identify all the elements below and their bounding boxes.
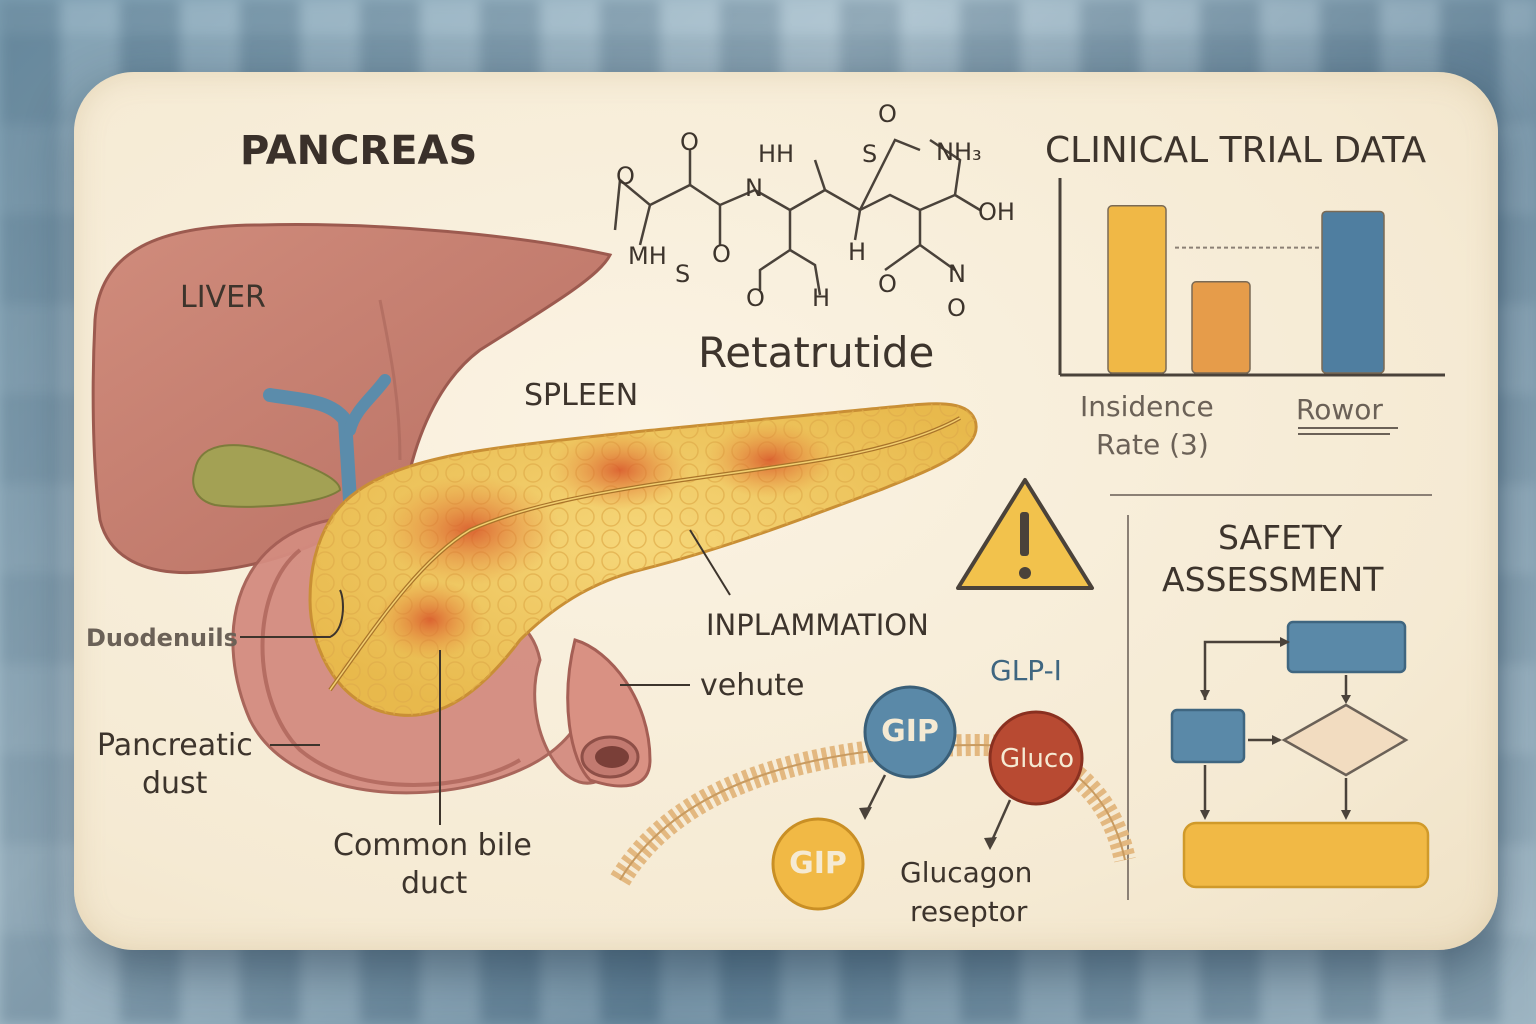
pancreas-title: PANCREAS [240,128,478,174]
trial-title: CLINICAL TRIAL DATA [1045,130,1427,171]
gluco-label: Gluco [999,744,1075,774]
trial-label-left-line2: Rate (3) [1096,428,1209,461]
spleen-label: SPLEEN [524,378,639,413]
atom: O [746,284,765,312]
bar-2 [1191,281,1251,374]
atom: N [948,260,966,288]
atom: N [745,174,763,202]
safety-flowchart [1170,620,1430,889]
bar-3 [1321,210,1385,374]
atom: H [848,238,866,266]
atom: O [616,162,635,190]
trial-chart [1058,178,1445,435]
glucagon-receptor-label-line2: reseptor [910,895,1028,928]
safety-title-line1: SAFETY [1218,518,1343,557]
atom: MH [628,242,667,270]
atom: O [712,240,731,268]
atom: OH [978,198,1015,226]
liver-label: LIVER [180,280,266,315]
glucagon-receptor-label-line1: Glucagon [900,856,1033,889]
atom: S [675,260,690,288]
bar-1 [1107,205,1167,374]
warning-triangle-icon [956,478,1094,590]
bile-duct [263,388,357,507]
gip-ligand-circle [771,817,865,911]
molecule-name: Retatrutide [698,328,935,377]
atom: O [947,294,966,322]
atom: O [878,100,897,128]
atom: O [878,270,897,298]
pancreatic-duct-label-line1: Pancreatic [97,728,253,763]
gip-receptor-circle [863,685,957,779]
trial-label-right: Rowor [1296,393,1383,426]
pancreatic-duct-label-line2: dust [142,766,208,801]
atom: S [862,140,877,168]
common-bile-label-line1: Common bile [333,828,532,863]
retatrutide-molecule [613,138,981,296]
pancreas [308,402,978,717]
vehute-label: vehute [700,668,805,703]
common-bile-label-line2: duct [401,866,468,901]
glp1-label: GLP-I [990,654,1062,687]
gallbladder [192,444,342,508]
atom: NH₃ [936,138,982,166]
atom: HH [758,140,794,168]
gip-bottom-label: GIP [789,846,847,881]
atom: O [680,128,699,156]
trial-label-left-line1: Insidence [1080,390,1214,423]
duodenum-label: Duodenuils [86,624,238,652]
safety-title-line2: ASSESSMENT [1162,560,1384,599]
atom: H [812,284,830,312]
gip-top-label: GIP [881,714,939,749]
glucagon-circle [988,710,1084,806]
inflammation-label: INPLAMMATION [706,608,929,642]
